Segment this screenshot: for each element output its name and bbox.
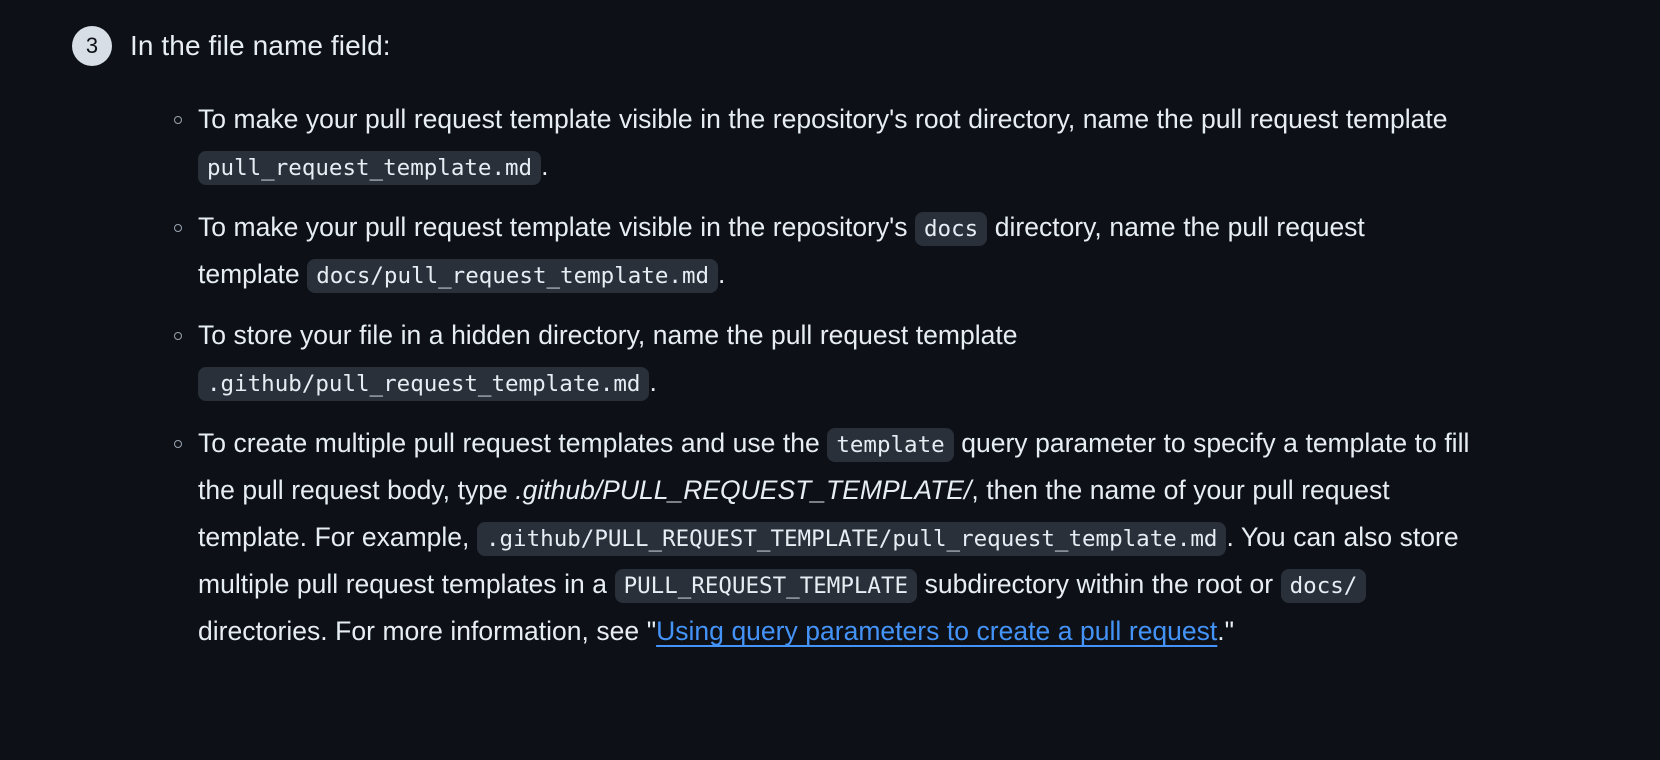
inline-code-chip: docs bbox=[915, 212, 988, 246]
body-text: ." bbox=[1217, 616, 1235, 646]
bullet-hidden-directory: To store your file in a hidden directory… bbox=[0, 312, 1660, 406]
body-text: . bbox=[541, 151, 549, 181]
step-title: In the file name field: bbox=[130, 30, 391, 62]
inline-code-chip: docs/ bbox=[1280, 569, 1367, 603]
step-number-badge: 3 bbox=[72, 26, 112, 66]
inline-code-chip: pull_request_template.md bbox=[198, 151, 542, 185]
emphasized-path-text: .github/PULL_REQUEST_TEMPLATE/ bbox=[515, 475, 972, 505]
inline-code-chip: .github/pull_request_template.md bbox=[198, 367, 650, 401]
inline-code-chip: docs/pull_request_template.md bbox=[307, 259, 719, 293]
inline-code-chip: PULL_REQUEST_TEMPLATE bbox=[614, 569, 918, 603]
body-text: subdirectory within the root or bbox=[917, 569, 1281, 599]
body-text: . bbox=[718, 259, 726, 289]
body-text: query parameter to specify a template to… bbox=[198, 428, 1470, 505]
doc-link-query-parameters[interactable]: Using query parameters to create a pull … bbox=[656, 616, 1218, 646]
step-header: 3 In the file name field: bbox=[0, 18, 1660, 74]
body-text: To make your pull request template visib… bbox=[198, 104, 1448, 134]
bullet-docs-directory: To make your pull request template visib… bbox=[0, 204, 1660, 298]
body-text: directories. For more information, see " bbox=[198, 616, 657, 646]
inline-code-chip: template bbox=[827, 428, 954, 462]
bullet-multiple-templates: To create multiple pull request template… bbox=[0, 420, 1660, 655]
body-text: . You can also store multiple pull reque… bbox=[198, 522, 1459, 599]
inline-code-chip: .github/PULL_REQUEST_TEMPLATE/pull_reque… bbox=[476, 522, 1227, 556]
body-text: To create multiple pull request template… bbox=[198, 428, 828, 458]
body-text: , then the name of your pull request tem… bbox=[198, 475, 1390, 552]
bullet-root-directory: To make your pull request template visib… bbox=[0, 96, 1660, 190]
instruction-bullet-list: To make your pull request template visib… bbox=[0, 96, 1660, 655]
body-text: To store your file in a hidden directory… bbox=[198, 320, 1018, 350]
body-text: directory, name the pull request templat… bbox=[198, 212, 1365, 289]
body-text: . bbox=[649, 367, 657, 397]
body-text: To make your pull request template visib… bbox=[198, 212, 916, 242]
